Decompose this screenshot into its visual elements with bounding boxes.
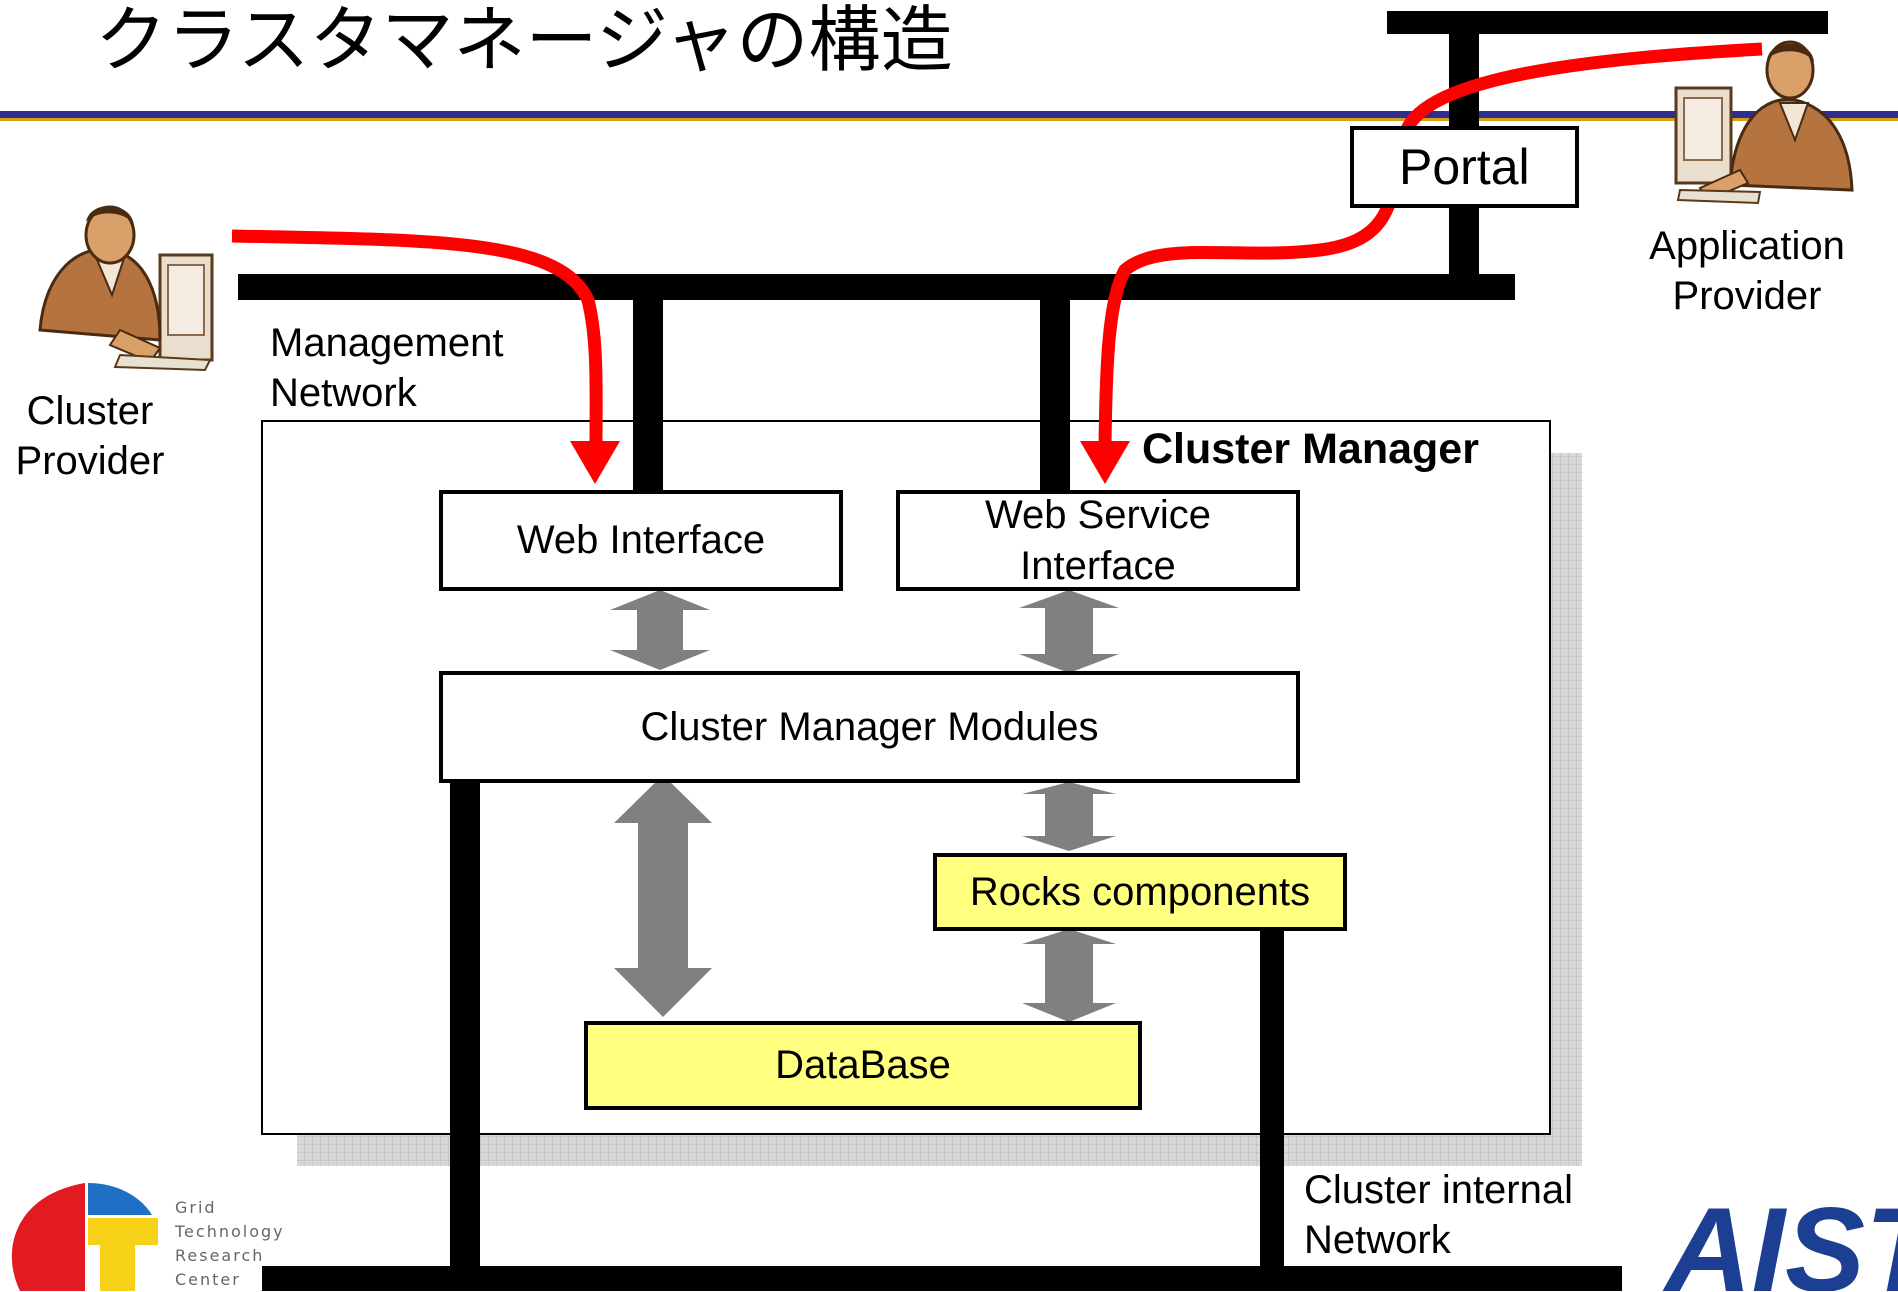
database-label: DataBase	[775, 1043, 951, 1087]
rocks-components-label: Rocks components	[969, 869, 1311, 914]
grid-center-logo-text: Grid Technology Research Center	[175, 1196, 285, 1292]
double-arrow-rocks-database	[1022, 929, 1116, 1022]
cluster-provider-flow-head	[570, 441, 620, 484]
double-arrow-database	[614, 775, 712, 1017]
application-provider-flow-head	[1080, 441, 1130, 484]
cluster-manager-modules-label: Cluster Manager Modules	[640, 704, 1099, 749]
application-provider-label: Application Provider	[1649, 224, 1845, 318]
management-drop-web-service	[1040, 288, 1070, 493]
grid-center-logo-mark	[11, 1183, 158, 1291]
cluster-provider-label: Cluster Provider	[15, 389, 165, 483]
grid-center-logo-line: Grid	[175, 1198, 217, 1217]
cluster-manager-modules-box: Cluster Manager Modules	[439, 671, 1300, 783]
rocks-components-box: Rocks components	[933, 853, 1347, 931]
cluster-provider-icon	[38, 205, 214, 372]
database-box: DataBase	[584, 1021, 1142, 1110]
aist-logo-mark: AIST	[1662, 1183, 1898, 1291]
svg-text:AIST: AIST	[1662, 1183, 1898, 1291]
web-interface-label: Web Interface	[516, 518, 766, 562]
application-provider-flow-path	[1098, 42, 1763, 446]
top-network-line	[1387, 11, 1828, 34]
web-service-interface-label: Web Service Interface	[984, 492, 1211, 588]
application-provider-icon	[1674, 40, 1854, 205]
double-arrow-web-interface	[610, 590, 710, 670]
cluster-internal-network-label: Cluster internal Network	[1304, 1168, 1574, 1262]
portal-box: Portal	[1350, 126, 1579, 208]
internal-network-line	[262, 1266, 1622, 1291]
management-drop-web-interface	[633, 288, 663, 493]
web-service-interface-box: Web Service Interface	[896, 490, 1300, 591]
management-network-line	[238, 274, 1515, 300]
double-arrow-rocks-modules	[1022, 782, 1116, 851]
portal-label: Portal	[1399, 138, 1530, 195]
grid-center-logo-line: Center	[175, 1270, 241, 1289]
flow-arrows	[231, 42, 1763, 484]
title-rule	[0, 111, 1898, 118]
grid-center-logo-line: Technology	[175, 1222, 285, 1241]
internal-drop-rocks	[1260, 925, 1284, 1291]
internal-drop-modules	[450, 777, 480, 1291]
double-arrows	[610, 590, 1119, 1022]
double-arrow-web-service	[1019, 590, 1119, 673]
cluster-provider-flow-path	[231, 229, 603, 446]
slide-title: クラスタマネージャの構造	[95, 0, 953, 82]
title-rule-accent	[0, 118, 1898, 121]
cluster-manager-title: Cluster Manager	[1142, 425, 1479, 473]
web-interface-box: Web Interface	[439, 490, 843, 591]
management-network-label: Management Network	[270, 321, 504, 415]
grid-center-logo-line: Research	[175, 1246, 265, 1265]
